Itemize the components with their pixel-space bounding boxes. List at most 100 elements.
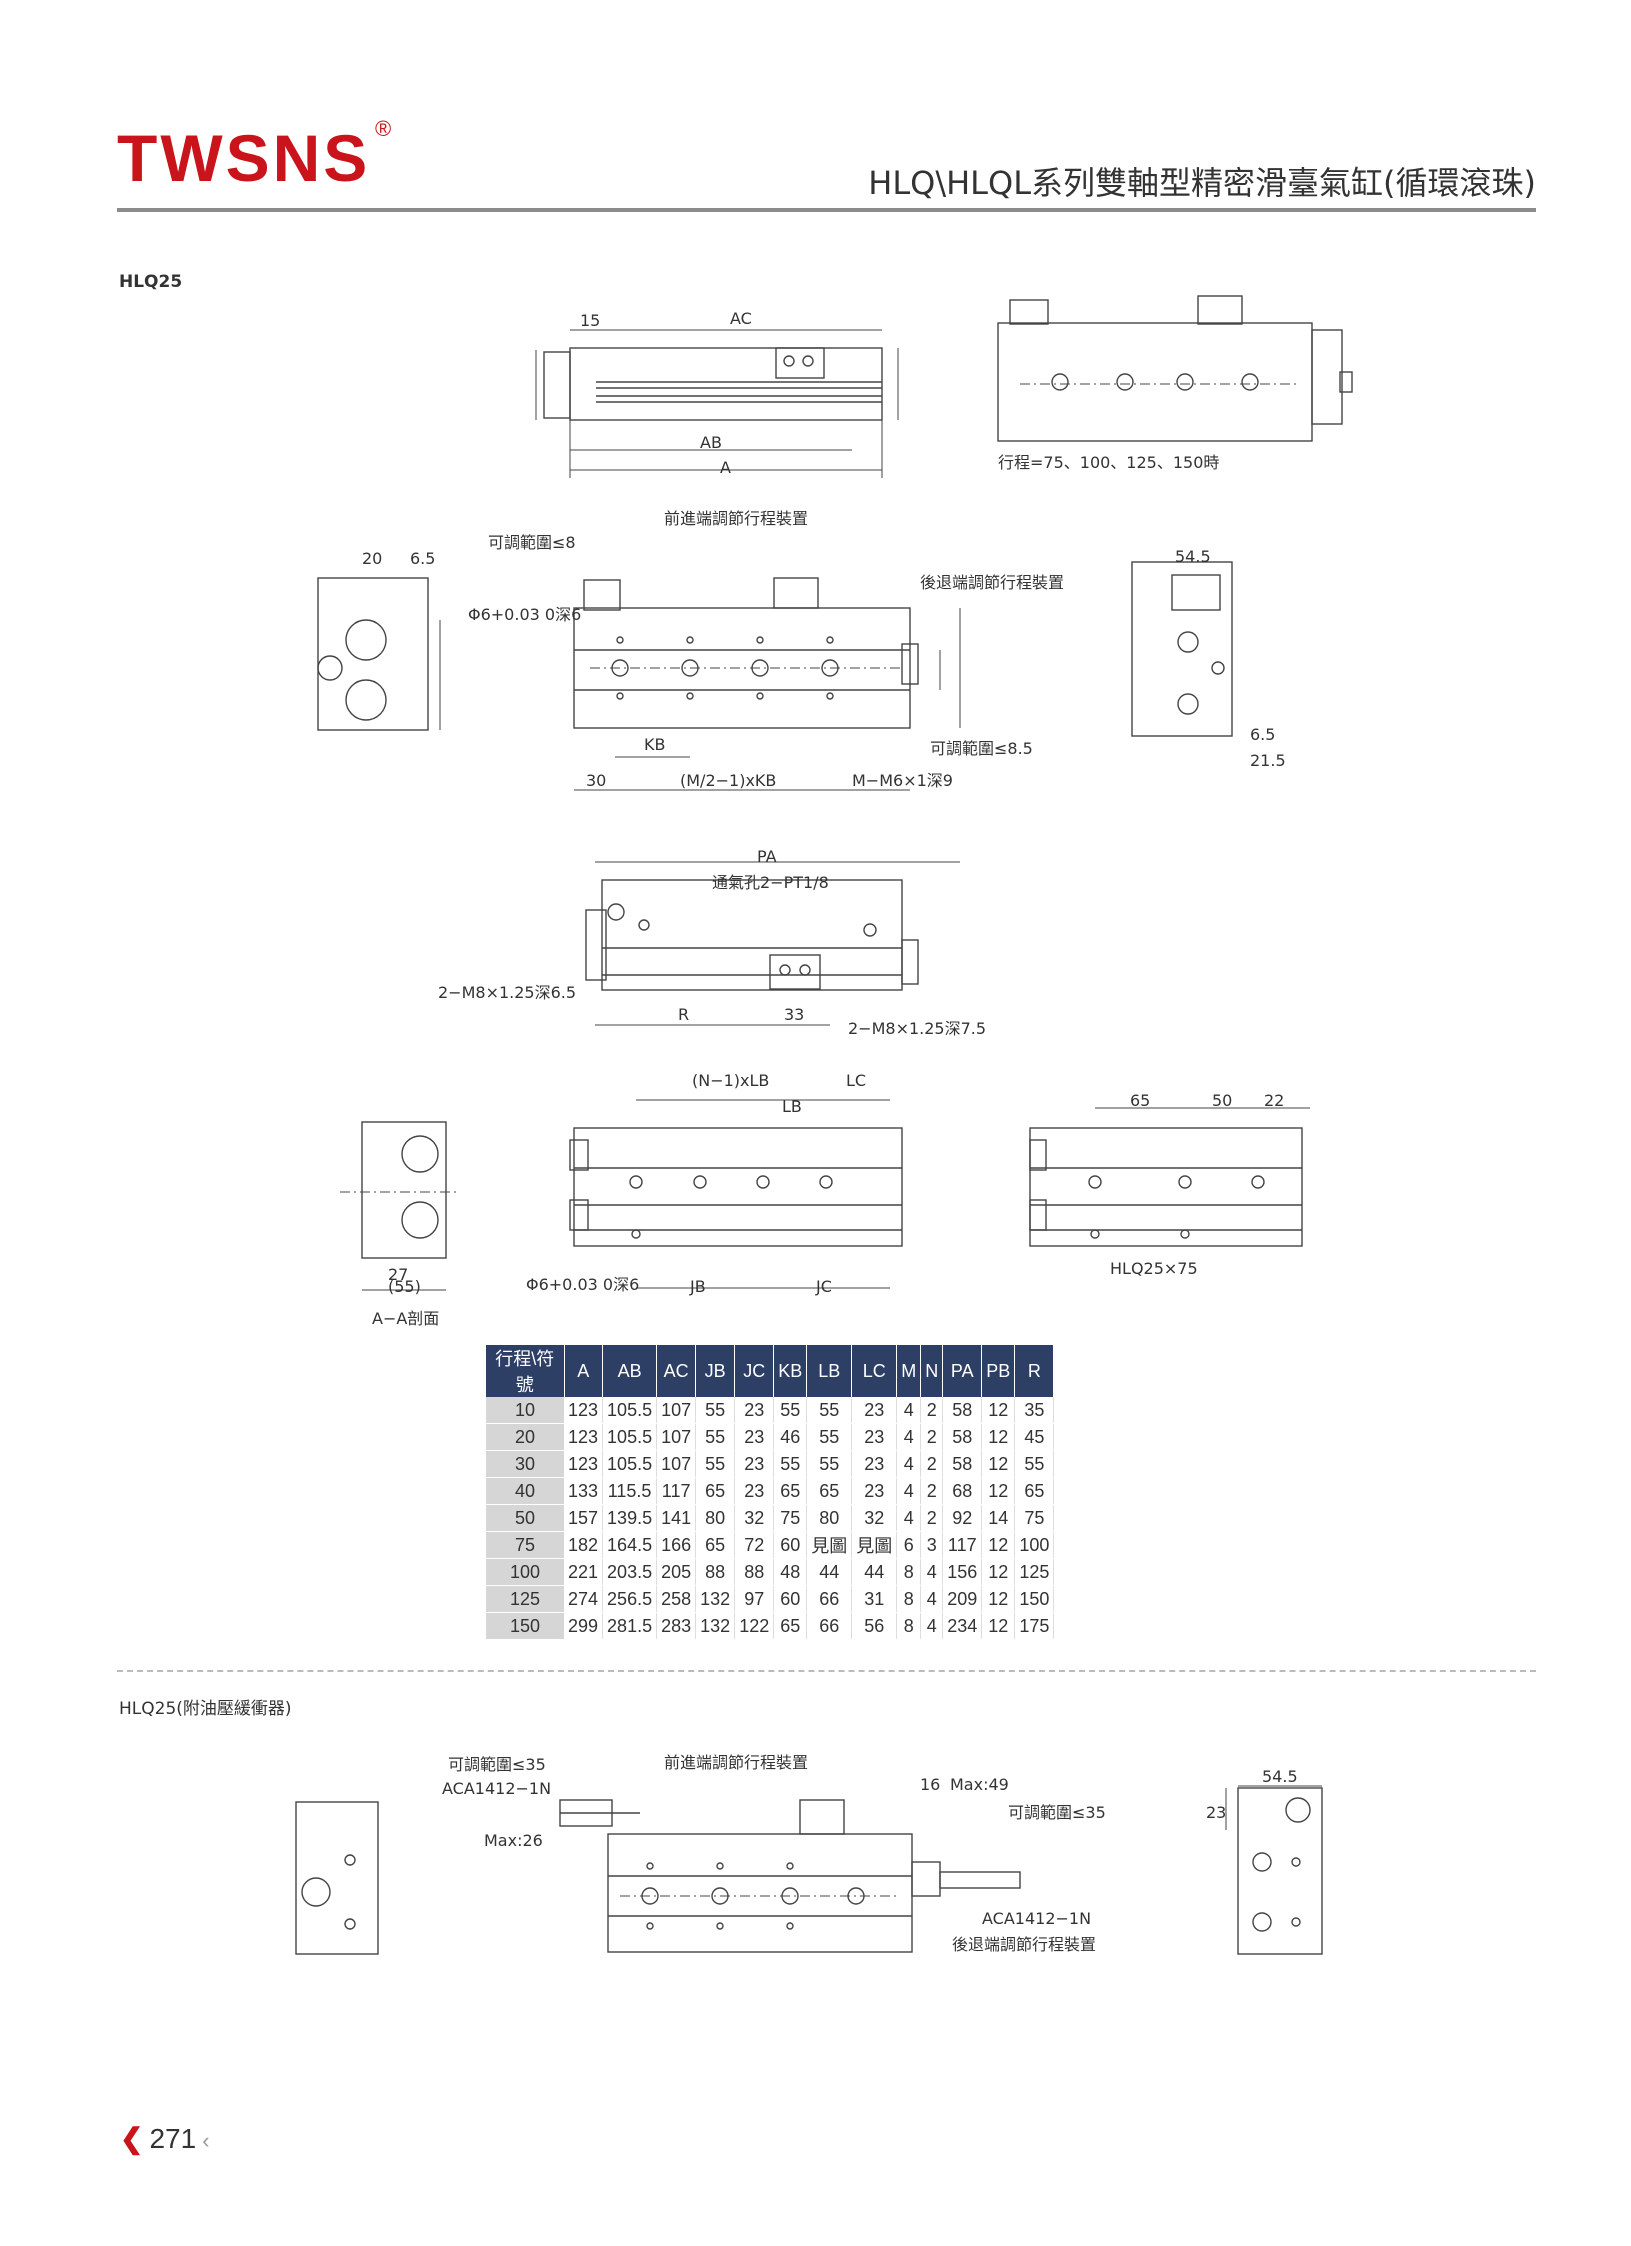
table-header-8: LC <box>851 1345 898 1397</box>
table-cell: 107 <box>656 1423 697 1451</box>
page-mark-left: ❮ <box>120 2123 144 2154</box>
table-cell: 23 <box>734 1397 775 1424</box>
table-cell: 75 <box>773 1504 808 1532</box>
table-cell: 44 <box>806 1558 853 1586</box>
table-cell: 55 <box>695 1423 736 1451</box>
table-cell: 8 <box>896 1558 922 1586</box>
table-cell: 56 <box>851 1612 898 1640</box>
table-cell: 2 <box>920 1423 944 1451</box>
dim-30: 30 <box>586 771 606 790</box>
dim-22s: 22 <box>1264 1091 1284 1110</box>
page-number-text: 271 <box>149 2123 197 2154</box>
table-cell: 23 <box>734 1450 775 1478</box>
dim-15: 15 <box>580 311 600 330</box>
right-view-2-body <box>1237 1787 1323 1955</box>
dim-23-2: 23 <box>1206 1803 1226 1822</box>
max-49: Max:49 <box>950 1775 1009 1794</box>
table-cell: 12 <box>981 1585 1016 1613</box>
table-cell: 107 <box>656 1450 697 1478</box>
table-cell: 65 <box>773 1477 808 1505</box>
table-cell: 117 <box>942 1531 983 1559</box>
thread-m8-65: 2−M8×1.25深6.5 <box>438 983 576 1002</box>
dim-27: 27 <box>388 1265 408 1284</box>
shock-model-a: ACA1412−1N <box>442 1779 551 1798</box>
brand-logo: TWSNS <box>117 121 371 195</box>
table-cell: 4 <box>920 1558 944 1586</box>
table-header-stroke: 行程\符號 <box>486 1345 565 1397</box>
dim-a: A <box>720 458 731 477</box>
vent-hole: 通氣孔2−PT1/8 <box>712 873 829 892</box>
table-header-13: R <box>1014 1345 1055 1397</box>
table-cell: 8 <box>896 1585 922 1613</box>
table-cell: 12 <box>981 1423 1016 1451</box>
table-row-stroke: 150 <box>486 1612 564 1640</box>
table-header-4: JB <box>695 1345 736 1397</box>
table-cell: 35 <box>1014 1397 1055 1424</box>
table-cell: 31 <box>851 1585 898 1613</box>
table-cell: 58 <box>942 1397 983 1424</box>
table-cell: 3 <box>920 1531 944 1559</box>
table-header-6: KB <box>773 1345 808 1397</box>
table-cell: 4 <box>896 1477 922 1505</box>
table-cell: 221 <box>564 1558 604 1586</box>
table-cell: 14 <box>981 1504 1016 1532</box>
table-cell: 205 <box>656 1558 697 1586</box>
table-cell: 23 <box>851 1477 898 1505</box>
table-cell: 68 <box>942 1477 983 1505</box>
table-row-stroke: 50 <box>486 1504 564 1532</box>
table-cell: 105.5 <box>602 1450 658 1478</box>
table-header-9: M <box>896 1345 922 1397</box>
table-cell: 80 <box>806 1504 853 1532</box>
dim-jb: JB <box>689 1277 706 1296</box>
dim-16-2: 16 <box>920 1775 940 1794</box>
dim-lc: LC <box>846 1071 866 1090</box>
left-view-body <box>317 577 429 731</box>
table-cell: 12 <box>981 1477 1016 1505</box>
table-cell: 283 <box>656 1612 697 1640</box>
table-cell: 274 <box>564 1585 604 1613</box>
table-cell: 66 <box>806 1585 853 1613</box>
table-cell: 150 <box>1014 1585 1055 1613</box>
rear-adjust-device: 後退端調節行程裝置 <box>920 573 1064 592</box>
table-cell: 4 <box>896 1423 922 1451</box>
rear-adjust-device-2: 後退端調節行程裝置 <box>952 1935 1096 1954</box>
table-cell: 65 <box>695 1477 736 1505</box>
side75-caption: HLQ25×75 <box>1110 1259 1198 1278</box>
thread-m8-75: 2−M8×1.25深7.5 <box>848 1019 986 1038</box>
dim-50s: 50 <box>1212 1091 1232 1110</box>
phi6-depth-2: Φ6+0.03 0深6 <box>526 1275 639 1294</box>
table-row-stroke: 100 <box>486 1558 564 1586</box>
adjust-range-8: 可調範圍≤8 <box>488 533 576 552</box>
table-header-11: PA <box>942 1345 983 1397</box>
table-cell: 234 <box>942 1612 983 1640</box>
table-cell: 12 <box>981 1397 1016 1424</box>
table-header-12: PB <box>981 1345 1016 1397</box>
table-cell: 65 <box>773 1612 808 1640</box>
table-cell: 65 <box>806 1477 853 1505</box>
table-cell: 105.5 <box>602 1423 658 1451</box>
dim-kb: KB <box>644 735 665 754</box>
table-cell: 125 <box>1014 1558 1055 1586</box>
shock-model-b: ACA1412−1N <box>982 1909 1091 1928</box>
table-cell: 256.5 <box>602 1585 658 1613</box>
table-cell: 66 <box>806 1612 853 1640</box>
table-cell: 100 <box>1014 1531 1055 1559</box>
table-cell: 65 <box>695 1531 736 1559</box>
dim-ac: AC <box>730 309 752 328</box>
side-view-75-body <box>1029 1127 1303 1247</box>
table-cell: 32 <box>734 1504 775 1532</box>
table-cell: 4 <box>896 1504 922 1532</box>
table-cell: 6 <box>896 1531 922 1559</box>
table-cell: 23 <box>851 1423 898 1451</box>
table-cell: 2 <box>920 1504 944 1532</box>
table-cell: 23 <box>851 1397 898 1424</box>
table-cell: 97 <box>734 1585 775 1613</box>
page-title: HLQ\HLQL系列雙軸型精密滑臺氣缸(循環滾珠) <box>868 164 1536 202</box>
table-cell: 2 <box>920 1397 944 1424</box>
table-cell: 139.5 <box>602 1504 658 1532</box>
